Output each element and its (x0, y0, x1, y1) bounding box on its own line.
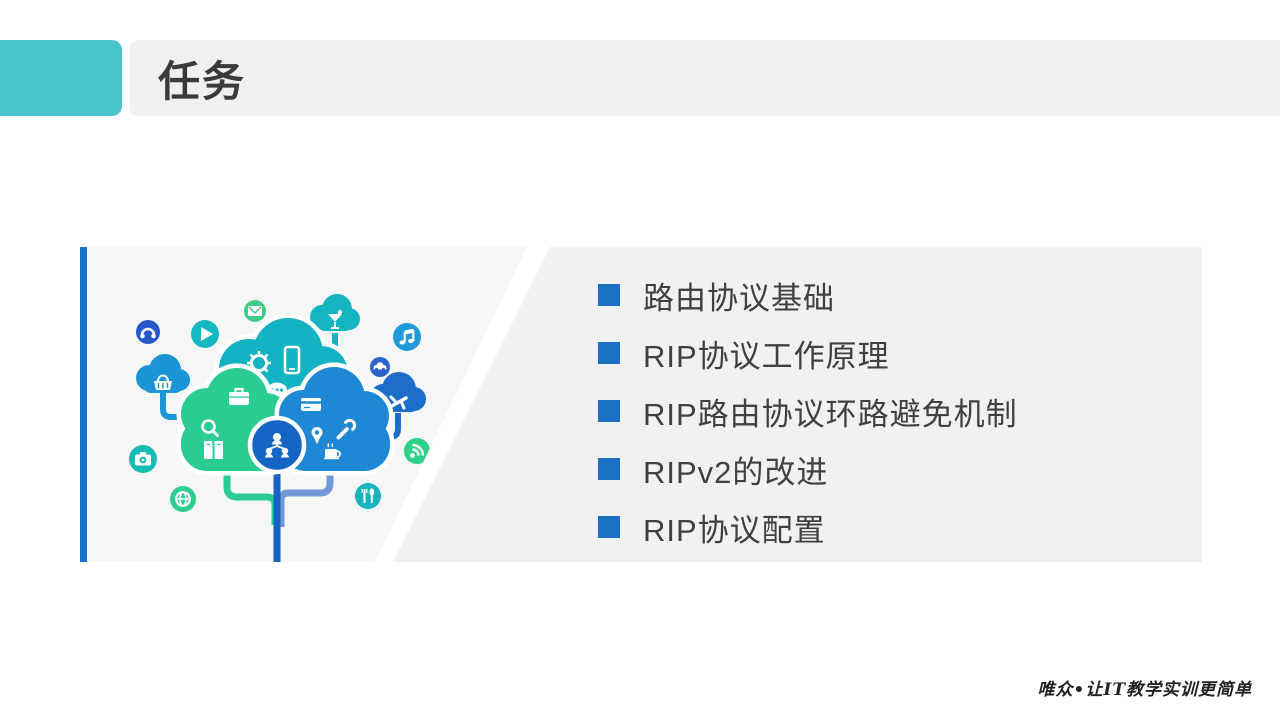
brand-tagline: 唯众•让IT教学实训更简单 (1037, 680, 1252, 700)
camera-icon (129, 445, 157, 473)
list-item: RIP协议配置 (598, 498, 1018, 556)
topic-label: 路由协议基础 (643, 280, 835, 316)
illustration-panel (87, 247, 527, 562)
list-item: RIP路由协议环路避免机制 (598, 382, 1018, 440)
bullet-square-icon (598, 284, 620, 306)
network-share-icon (247, 415, 307, 475)
briefcase-icon (229, 387, 249, 405)
play-icon (191, 320, 219, 348)
topic-list-panel (393, 247, 1202, 562)
topic-label: RIPv2的改进 (643, 454, 829, 490)
content-box: 路由协议基础 RIP协议工作原理 RIP路由协议环路避免机制 RIPv2的改进 … (80, 247, 1202, 562)
blue-cloud (274, 362, 395, 476)
coffee-cup-icon (324, 443, 341, 460)
headphones-icon (136, 320, 160, 344)
topic-list: 路由协议基础 RIP协议工作原理 RIP路由协议环路避免机制 RIPv2的改进 … (598, 266, 1018, 556)
topic-label: RIP协议工作原理 (643, 338, 890, 374)
cocktail-icon (310, 294, 360, 331)
header-bar: 任务 (130, 40, 1280, 116)
credit-card-icon (301, 398, 321, 411)
topic-label: RIP路由协议环路避免机制 (643, 396, 1018, 432)
smartphone-icon (283, 345, 301, 375)
topic-label: RIP协议配置 (643, 512, 826, 548)
map-pin-icon (311, 427, 323, 444)
list-item: 路由协议基础 (598, 266, 1018, 324)
wrench-icon (336, 418, 357, 440)
wifi-icon (404, 438, 430, 464)
car-icon (370, 357, 390, 377)
books-icon (204, 441, 223, 459)
shopping-basket-icon (136, 354, 190, 393)
mail-icon (244, 300, 266, 322)
bullet-square-icon (598, 400, 620, 422)
left-accent-bar (80, 247, 87, 562)
list-item: RIPv2的改进 (598, 440, 1018, 498)
bullet-square-icon (598, 342, 620, 364)
magnifier-icon (201, 419, 219, 437)
bullet-square-icon (598, 458, 620, 480)
music-note-icon (393, 323, 421, 351)
bullet-square-icon (598, 516, 620, 538)
list-item: RIP协议工作原理 (598, 324, 1018, 382)
cloud-network-illustration (129, 294, 430, 562)
header-accent-block (0, 40, 122, 116)
cutlery-icon (355, 483, 381, 509)
globe-icon (170, 486, 196, 512)
page-title: 任务 (158, 57, 247, 105)
